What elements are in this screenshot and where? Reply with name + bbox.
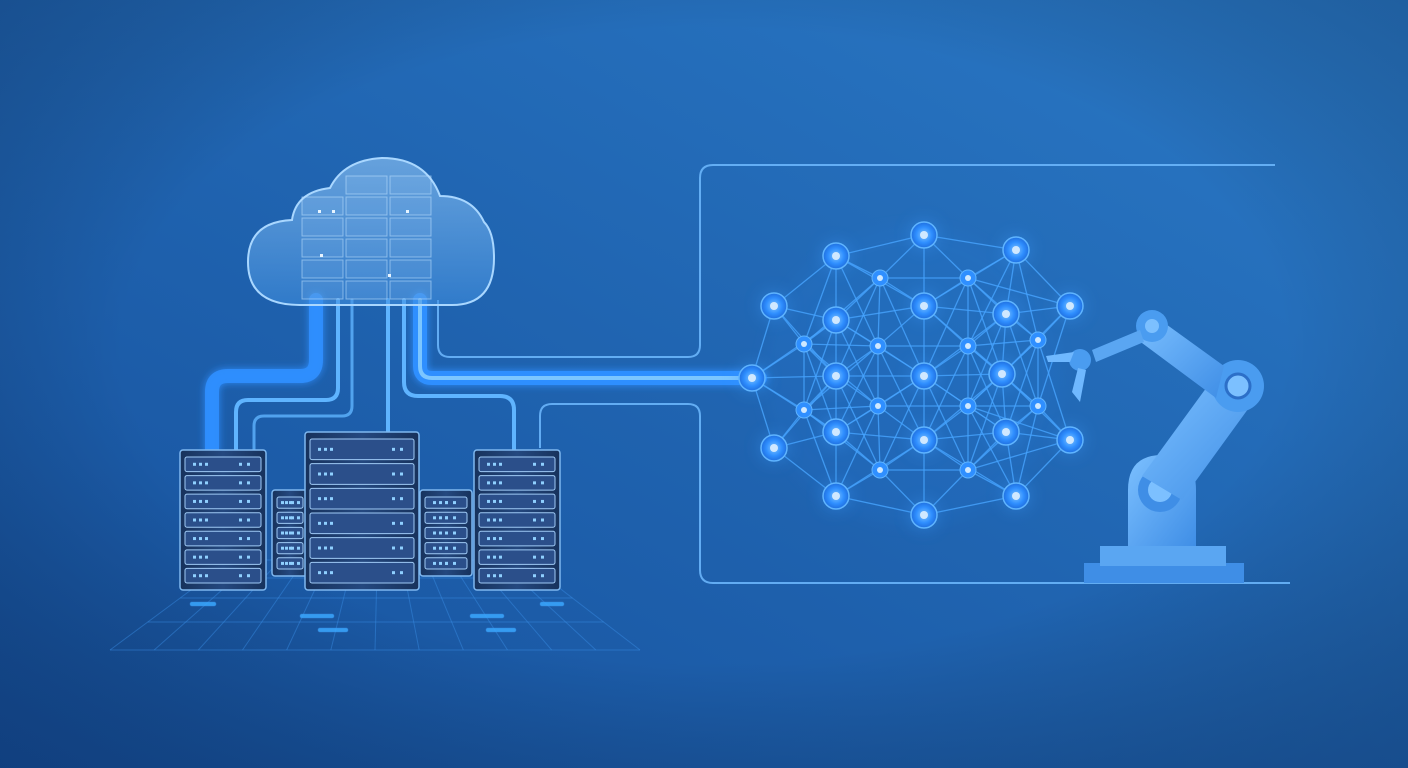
robot-base-plate xyxy=(1084,563,1244,583)
server-racks xyxy=(179,431,561,591)
server-rack-icon xyxy=(473,449,561,591)
server-rack-icon xyxy=(304,431,420,591)
robot-elbow-joint-core xyxy=(1224,372,1252,400)
robot-forearm xyxy=(1092,330,1144,362)
robot-gripper-finger-top xyxy=(1046,352,1074,362)
server-rack-icon xyxy=(419,489,473,577)
network-frame-outline xyxy=(437,164,1275,358)
network-frame-outline-lower xyxy=(539,403,1290,584)
data-pipes xyxy=(205,293,767,457)
robot-gripper-finger-bottom xyxy=(1072,368,1086,402)
robot-lower-arm xyxy=(1142,380,1256,500)
robot-arm-icon xyxy=(1046,310,1264,583)
server-rack-icon xyxy=(271,489,309,577)
robot-base-step xyxy=(1100,546,1226,566)
server-rack-icon xyxy=(179,449,267,591)
cloud-icon xyxy=(246,156,496,306)
robot-gripper-joint xyxy=(1069,349,1091,371)
robot-wrist-joint-core xyxy=(1145,319,1159,333)
neural-network-icon xyxy=(737,220,1085,530)
